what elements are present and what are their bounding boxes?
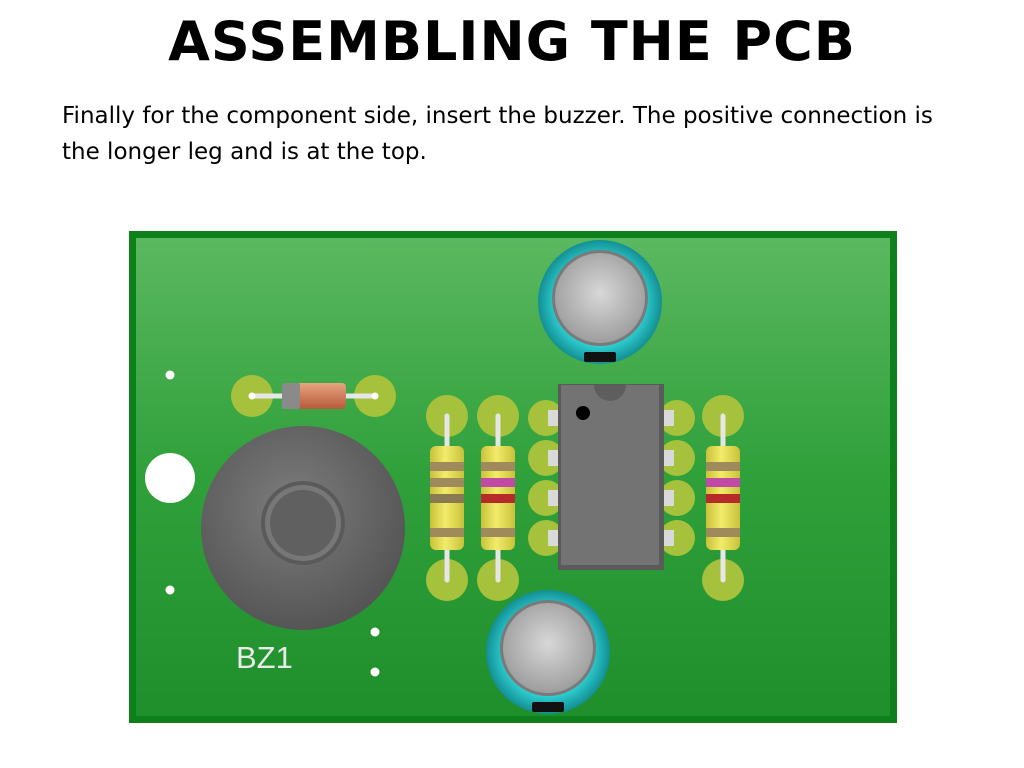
slide-title: ASSEMBLING THE PCB: [168, 10, 856, 73]
ic-pads: [528, 400, 695, 556]
ic-chip: [558, 384, 664, 570]
diode: [231, 375, 396, 417]
via-holes: [165, 370, 380, 677]
resistor-2: [477, 395, 519, 601]
buzzer: [201, 426, 405, 630]
resistor-3: [702, 395, 744, 601]
instruction-text: Finally for the component side, insert t…: [62, 103, 933, 165]
buzzer-label: BZ1: [236, 640, 293, 675]
capacitor-bottom: [486, 590, 610, 714]
resistor-1: [426, 395, 468, 601]
capacitor-top: [538, 240, 662, 364]
mounting-hole: [145, 453, 195, 503]
